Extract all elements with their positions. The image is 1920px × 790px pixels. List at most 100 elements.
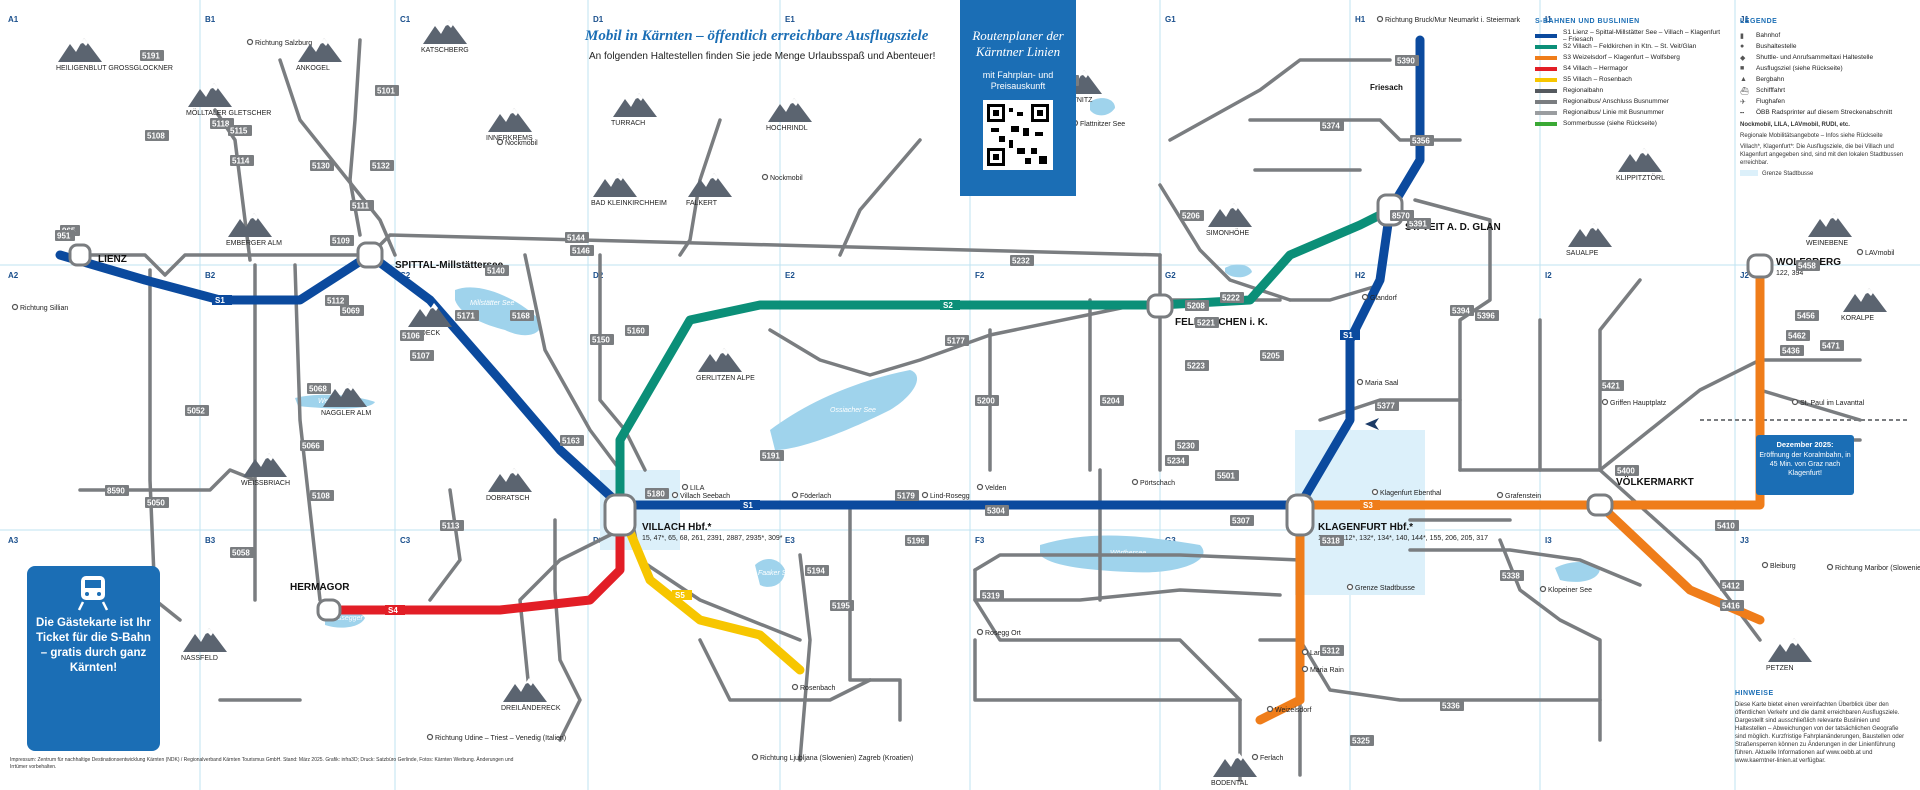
route-box[interactable]: 5400 [1615,465,1639,476]
route-box[interactable]: 5058 [230,547,254,558]
stop-maria-rain[interactable] [1301,665,1309,673]
route-box[interactable]: 5168 [510,310,534,321]
station-spittal[interactable]: SPITTAL-Millstättersee [395,260,504,271]
route-box[interactable]: 5140 [485,265,509,276]
stop-nockmobil-a[interactable] [496,138,504,146]
route-box[interactable]: 5106 [400,330,424,341]
route-box[interactable]: 5394 [1450,305,1474,316]
stop-grafenstein[interactable] [1496,491,1504,499]
stop-ferlach[interactable] [1251,753,1259,761]
route-box[interactable]: 5312 [1320,645,1344,656]
stop-rosenbach[interactable] [791,683,799,691]
route-box[interactable]: 5501 [1215,470,1239,481]
route-box[interactable]: 5115 [228,125,252,136]
route-box[interactable]: 5234 [1165,455,1189,466]
stop-velden[interactable] [976,483,984,491]
route-box[interactable]: 5177 [945,335,969,346]
hub-hermagor[interactable] [316,598,342,622]
route-box[interactable]: 5205 [1260,350,1284,361]
qr-code-icon[interactable] [983,100,1053,170]
stop-st-paul[interactable] [1791,398,1799,406]
route-box[interactable]: 5338 [1500,570,1524,581]
route-box[interactable]: 5112 [325,295,349,306]
route-box[interactable]: 5221 [1195,317,1219,328]
stop-weizelsdorf[interactable] [1266,705,1274,713]
stop-richtung-bruck[interactable] [1376,15,1384,23]
stop-villach-seebach[interactable] [671,491,679,499]
route-box[interactable]: 5107 [410,350,434,361]
stop-rosegg[interactable] [976,628,984,636]
route-box[interactable]: 5150 [590,334,614,345]
route-box[interactable]: 5307 [1230,515,1254,526]
stop-lavmobil[interactable] [1856,248,1864,256]
route-box[interactable]: 5050 [145,497,169,508]
stop-richtung-salzburg[interactable] [246,38,254,46]
route-box[interactable]: 5456 [1795,310,1819,321]
route-box[interactable]: 5101 [375,85,399,96]
route-box[interactable]: 951 [55,230,75,241]
route-box[interactable]: 5206 [1180,210,1204,221]
stop-richtung-zagreb[interactable] [751,753,759,761]
route-box[interactable]: 5412 [1720,580,1744,591]
route-box[interactable]: 8590 [105,485,129,496]
route-box[interactable]: 5356 [1410,135,1434,146]
station-villach[interactable]: VILLACH Hbf.* [642,522,712,533]
route-box[interactable]: 5208 [1185,300,1209,311]
route-planner-panel[interactable]: Routenplaner der Kärntner Linien mit Fah… [960,0,1076,196]
route-box[interactable]: 5436 [1780,345,1804,356]
route-box[interactable]: 5113 [440,520,464,531]
route-box[interactable]: 8570 [1390,210,1414,221]
stop-ebenthal[interactable] [1371,488,1379,496]
hub-feldkirchen[interactable] [1146,293,1174,319]
route-box[interactable]: 5471 [1820,340,1844,351]
route-box[interactable]: 5377 [1375,400,1399,411]
station-voelkermarkt[interactable]: VÖLKERMARKT [1616,475,1694,488]
stop-lind-rosegg[interactable] [921,491,929,499]
stop-nockmobil-b[interactable] [761,173,769,181]
stop-richtung-sillian[interactable] [11,303,19,311]
station-st-veit[interactable]: ST. VEIT A. D. GLAN [1405,222,1501,233]
station-friesach[interactable]: Friesach [1370,83,1403,92]
route-box[interactable]: 5318 [1320,535,1344,546]
route-box[interactable]: 5180 [645,488,669,499]
route-box[interactable]: 5196 [905,535,929,546]
route-box[interactable]: 5052 [185,405,209,416]
route-box[interactable]: 5066 [300,440,324,451]
hub-villach[interactable] [603,493,637,537]
route-box[interactable]: 5223 [1185,360,1209,371]
route-box[interactable]: 5109 [330,235,354,246]
route-box[interactable]: 5416 [1720,600,1744,611]
route-box[interactable]: 5462 [1786,330,1810,341]
route-box[interactable]: 5230 [1175,440,1199,451]
route-box[interactable]: 5160 [625,325,649,336]
hub-voelkermarkt[interactable] [1586,493,1614,517]
route-box[interactable]: 5163 [560,435,584,446]
route-box[interactable]: 5374 [1320,120,1344,131]
route-box[interactable]: 5195 [830,600,854,611]
hub-spittal[interactable] [356,241,384,269]
station-lienz[interactable]: LIENZ [98,254,127,265]
stop-glandorf[interactable] [1361,293,1369,301]
route-box[interactable]: 5171 [455,310,479,321]
stop-poertschach[interactable] [1131,478,1139,486]
route-box[interactable]: 5111 [350,200,374,211]
station-feldkirchen[interactable]: FELDKIRCHEN i. K. [1175,317,1268,328]
hub-klagenfurt[interactable] [1285,493,1315,537]
route-box[interactable]: 5179 [895,490,919,501]
route-box[interactable]: 5222 [1220,292,1244,303]
stop-klopeiner-see[interactable] [1539,585,1547,593]
route-box[interactable]: 5325 [1350,735,1374,746]
station-klagenfurt[interactable]: KLAGENFURT Hbf.* [1318,522,1413,533]
route-box[interactable]: 5108 [310,490,334,501]
route-box[interactable]: 5304 [985,505,1009,516]
stop-richtung-udine[interactable] [426,733,434,741]
route-box[interactable]: 5390 [1395,55,1419,66]
stop-richtung-maribor[interactable] [1826,563,1834,571]
hub-wolfsberg[interactable] [1746,253,1774,279]
route-box[interactable]: 5144 [565,232,589,243]
route-box[interactable]: 5458 [1796,260,1820,271]
stop-bleiburg[interactable] [1761,561,1769,569]
station-hermagor[interactable]: HERMAGOR [290,582,350,593]
route-box[interactable]: 5132 [370,160,394,171]
hub-lienz[interactable] [68,243,92,267]
